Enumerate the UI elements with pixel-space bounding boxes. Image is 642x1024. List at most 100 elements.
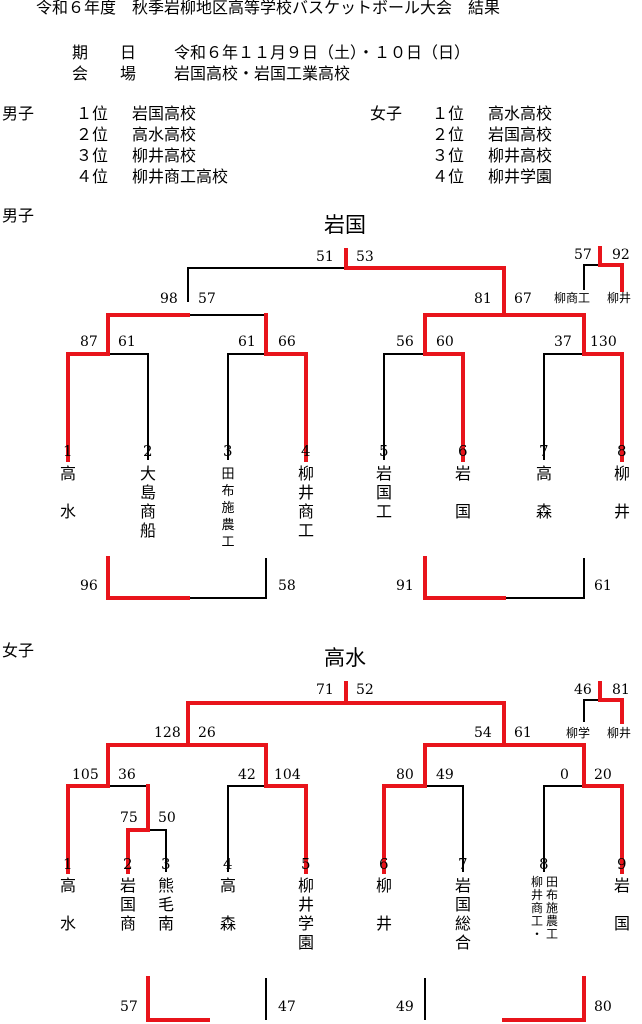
girls-team: 柳井高校 xyxy=(488,146,553,165)
score: 71 xyxy=(316,682,334,698)
boys-line xyxy=(543,353,584,460)
team-name: 岩国工 xyxy=(375,464,392,521)
team-name: 柳井商工 xyxy=(297,464,314,540)
team-number: 3 xyxy=(161,855,171,873)
team-number: 7 xyxy=(539,442,549,460)
boys-win-line xyxy=(66,313,190,462)
score: 57 xyxy=(120,999,138,1015)
boys-win-line xyxy=(264,313,308,462)
team-name: 高 水 xyxy=(59,876,76,933)
date-label: 期 日 xyxy=(72,43,137,62)
team-name: 高 森 xyxy=(535,464,552,521)
boys-rank: ２位 xyxy=(76,125,109,144)
girls-team: 岩国高校 xyxy=(488,125,553,144)
score: 37 xyxy=(554,334,572,350)
team-number: 6 xyxy=(458,442,468,460)
boys-results-label: 男子 xyxy=(2,104,35,123)
venue-value: 岩国高校・岩国工業高校 xyxy=(174,64,351,83)
team-number: 4 xyxy=(223,855,233,873)
team-name-b: 田布施農工 xyxy=(545,875,558,941)
team-name: 岩国総合 xyxy=(454,876,471,952)
girls-rank: ４位 xyxy=(432,167,465,186)
team-number: 7 xyxy=(458,855,468,873)
score: 92 xyxy=(612,247,630,263)
team-number: 1 xyxy=(63,855,73,873)
score: 52 xyxy=(356,682,374,698)
girls-bracket-label: 女子 xyxy=(2,641,35,660)
team-name: 高 森 xyxy=(219,876,236,933)
team-name: 柳 井 xyxy=(375,876,392,933)
score: 91 xyxy=(396,578,414,594)
boys-win-line xyxy=(344,248,506,317)
score: 54 xyxy=(474,725,492,741)
venue-label: 会 場 xyxy=(72,64,137,83)
boys-team: 柳井商工高校 xyxy=(132,167,229,186)
date-value: 令和６年１１月９日（土）・１０日（日） xyxy=(174,43,471,62)
score: 61 xyxy=(514,725,532,741)
team-name: 岩 国 xyxy=(454,464,471,521)
score: 81 xyxy=(612,682,630,698)
score: 130 xyxy=(590,334,617,350)
score: 36 xyxy=(118,767,136,783)
girls-team: 柳井学園 xyxy=(488,167,553,186)
score: 53 xyxy=(356,249,374,265)
team-number: 9 xyxy=(617,855,627,873)
score: 51 xyxy=(316,249,334,265)
boys-rank: ３位 xyxy=(76,146,109,165)
boys-win-line xyxy=(423,556,506,600)
score: 80 xyxy=(396,767,414,783)
pre-team-label: 柳商工 xyxy=(554,291,591,305)
boys-win-line xyxy=(502,313,624,462)
boys-line xyxy=(383,353,425,460)
girls-line xyxy=(148,829,167,872)
score: 56 xyxy=(396,334,414,350)
pre-team-label: 柳井 xyxy=(607,291,632,305)
score: 104 xyxy=(274,767,301,783)
team-number: 3 xyxy=(223,442,233,460)
score: 61 xyxy=(594,578,612,594)
team-name: 柳 井 xyxy=(613,464,630,521)
boys-team: 岩国高校 xyxy=(132,104,197,123)
score: 128 xyxy=(154,725,181,741)
team-number: 8 xyxy=(539,855,549,873)
girls-results-label: 女子 xyxy=(370,104,403,123)
team-number: 6 xyxy=(379,855,389,873)
boys-line xyxy=(227,353,266,460)
boys-line xyxy=(583,264,600,290)
score: 67 xyxy=(514,291,532,307)
score: 80 xyxy=(594,999,612,1015)
team-name-a: 柳井商工・ xyxy=(530,875,543,941)
boys-team: 高水高校 xyxy=(132,125,197,144)
boys-line xyxy=(187,267,346,302)
team-name: 熊毛南 xyxy=(157,876,174,933)
boys-line xyxy=(108,353,149,460)
girls-team: 高水高校 xyxy=(488,104,553,123)
girls-champion: 高水 xyxy=(324,646,366,670)
score: 61 xyxy=(118,334,136,350)
team-name: 柳井学園 xyxy=(297,876,314,952)
score: 96 xyxy=(80,578,98,594)
boys-champion: 岩国 xyxy=(324,213,366,237)
girls-rank: ３位 xyxy=(432,146,465,165)
score: 81 xyxy=(474,291,492,307)
girls-win-line xyxy=(382,743,506,874)
pre-team-label: 柳学 xyxy=(566,726,591,740)
girls-win-line xyxy=(126,784,150,874)
team-name: 高 水 xyxy=(59,464,76,521)
boys-line xyxy=(188,558,267,599)
boys-rank: １位 xyxy=(76,104,109,123)
team-number: 1 xyxy=(63,442,73,460)
score: 20 xyxy=(594,767,612,783)
team-number: 5 xyxy=(301,855,311,873)
girls-line xyxy=(425,785,464,872)
girls-win-line xyxy=(344,701,624,874)
score: 87 xyxy=(80,334,98,350)
score: 75 xyxy=(120,810,138,826)
boys-team: 柳井高校 xyxy=(132,146,197,165)
girls-rank: ２位 xyxy=(432,125,465,144)
score: 50 xyxy=(158,810,176,826)
score: 46 xyxy=(574,682,592,698)
team-name: 田布施農工 xyxy=(221,467,235,550)
page-title: 令和６年度 秋季岩柳地区高等学校バスケットボール大会 結果 xyxy=(36,0,501,17)
